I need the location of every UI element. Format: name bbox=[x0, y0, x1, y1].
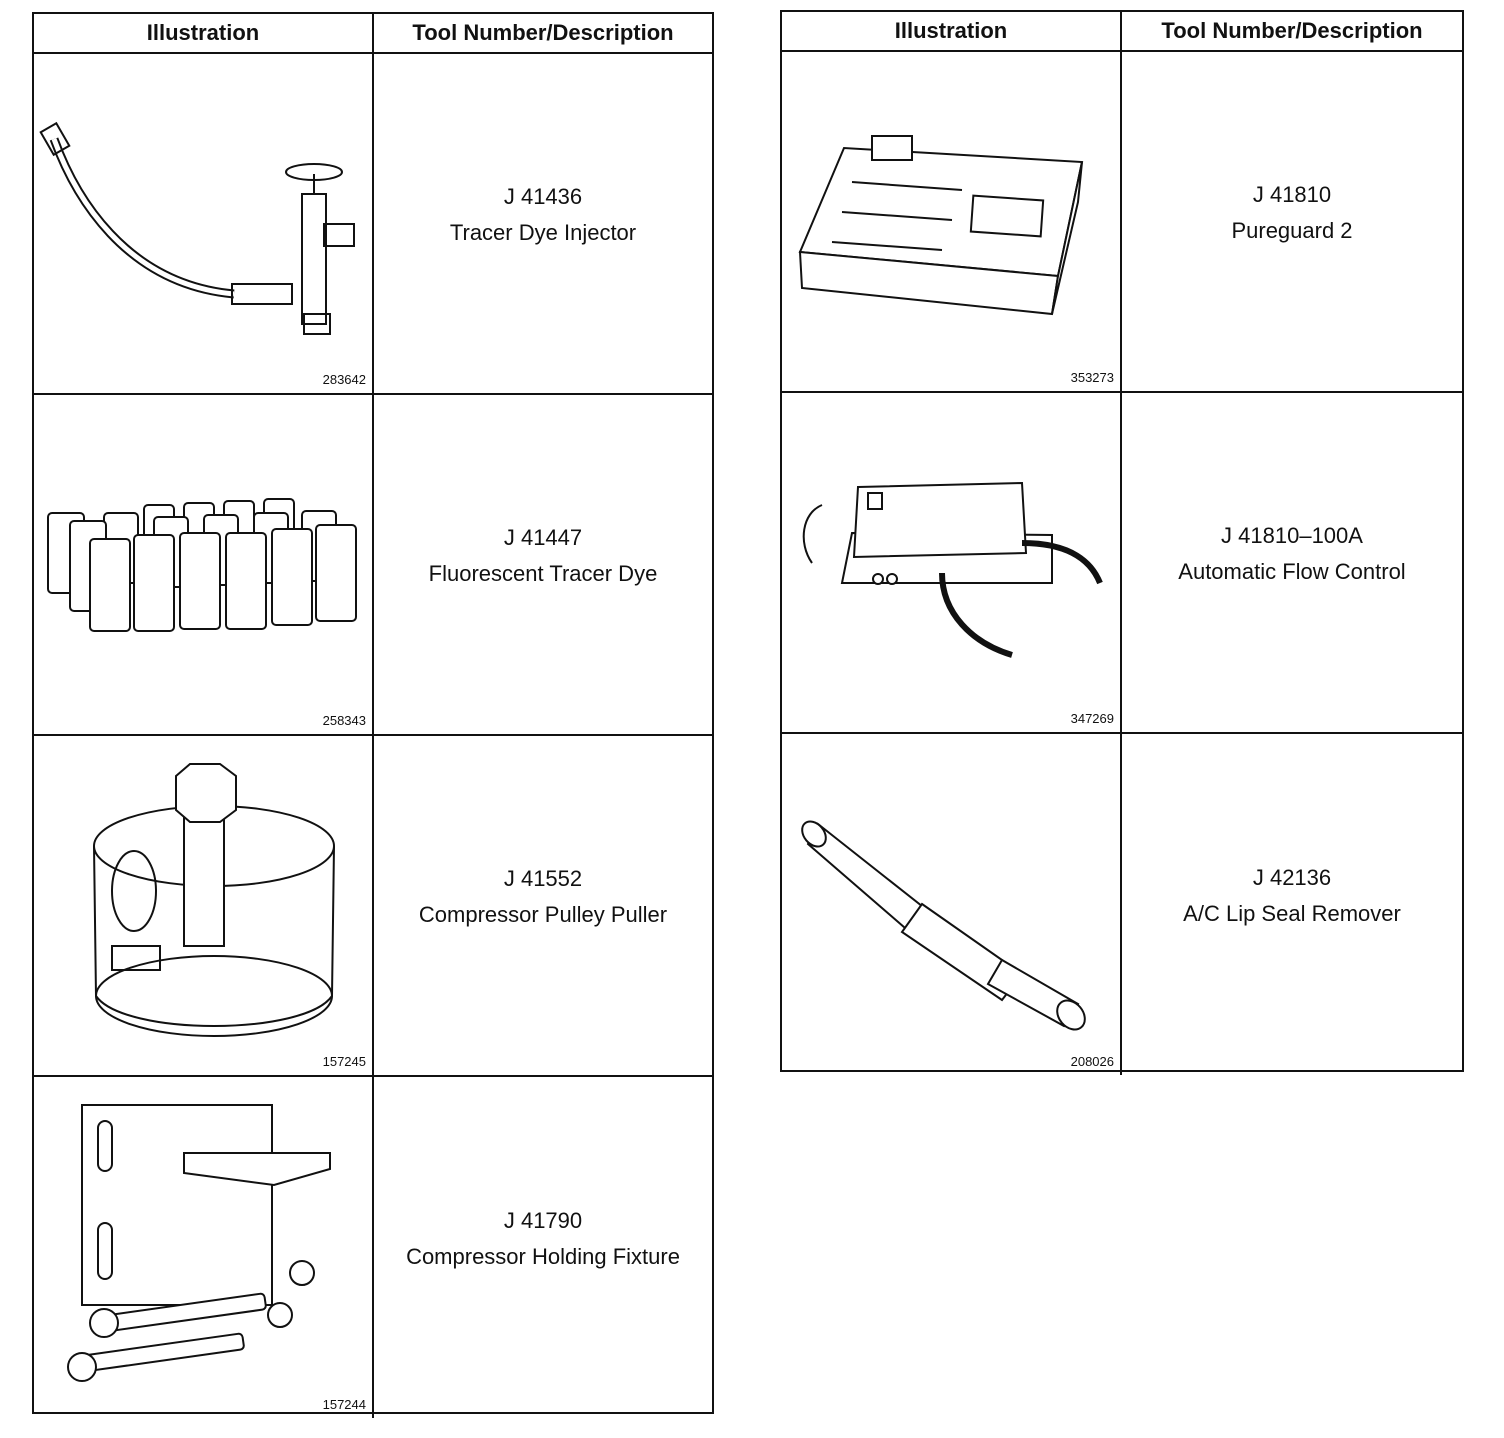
tool-number: J 41790 bbox=[503, 1207, 583, 1233]
table-header: Illustration Tool Number/Description bbox=[34, 14, 712, 54]
figure-number: 157245 bbox=[322, 1054, 366, 1069]
tool-description: Fluorescent Tracer Dye bbox=[428, 560, 658, 586]
tool-description: Automatic Flow Control bbox=[1178, 558, 1406, 584]
tool-description: Tracer Dye Injector bbox=[449, 219, 637, 245]
tool-description: Pureguard 2 bbox=[1231, 217, 1353, 243]
illustration-cell: 258343 bbox=[34, 395, 374, 734]
figure-number: 347269 bbox=[1070, 711, 1114, 726]
tool-header: Tool Number/Description bbox=[1161, 18, 1423, 43]
figure-number: 283642 bbox=[322, 372, 366, 387]
tool-number: J 41810–100A bbox=[1221, 522, 1363, 548]
dye-injector-icon bbox=[34, 54, 372, 395]
table-header: Illustration Tool Number/Description bbox=[782, 12, 1462, 52]
tool-number: J 41447 bbox=[503, 524, 583, 550]
table-row: 258343 J 41447 Fluorescent Tracer Dye bbox=[34, 395, 712, 736]
seal-remover-icon bbox=[782, 734, 1120, 1075]
dye-bottles-icon bbox=[34, 395, 372, 736]
tool-number: J 41436 bbox=[503, 183, 583, 209]
illustration-cell: 283642 bbox=[34, 54, 374, 393]
holding-fixture-icon bbox=[34, 1077, 372, 1418]
table-row: 283642 J 41436 Tracer Dye Injector bbox=[34, 54, 712, 395]
illustration-cell: 157244 bbox=[34, 1077, 374, 1418]
illustration-header: Illustration bbox=[782, 12, 1122, 50]
tool-description: Compressor Holding Fixture bbox=[406, 1243, 680, 1269]
table-row: 208026 J 42136 A/C Lip Seal Remover bbox=[782, 734, 1462, 1075]
tool-number: J 42136 bbox=[1252, 864, 1332, 890]
illustration-cell: 347269 bbox=[782, 393, 1122, 732]
tool-number: J 41810 bbox=[1252, 181, 1332, 207]
tool-description: Compressor Pulley Puller bbox=[418, 901, 668, 927]
illustration-cell: 208026 bbox=[782, 734, 1122, 1075]
right-tool-table: Illustration Tool Number/Description 353… bbox=[780, 10, 1464, 1075]
table-row: 157244 J 41790 Compressor Holding Fixtur… bbox=[34, 1077, 712, 1418]
tool-number: J 41552 bbox=[503, 865, 583, 891]
table-row: 353273 J 41810 Pureguard 2 bbox=[782, 52, 1462, 393]
table-row: 347269 J 41810–100A Automatic Flow Contr… bbox=[782, 393, 1462, 734]
illustration-cell: 157245 bbox=[34, 736, 374, 1075]
illustration-header: Illustration bbox=[34, 14, 374, 52]
figure-number: 258343 bbox=[322, 713, 366, 728]
illustration-cell: 353273 bbox=[782, 52, 1122, 391]
flow-control-icon bbox=[782, 393, 1120, 734]
left-tool-table: Illustration Tool Number/Description 283… bbox=[32, 12, 714, 1418]
pulley-puller-icon bbox=[34, 736, 372, 1077]
figure-number: 353273 bbox=[1070, 370, 1114, 385]
tool-description: A/C Lip Seal Remover bbox=[1183, 900, 1401, 926]
tool-header: Tool Number/Description bbox=[412, 20, 674, 45]
pureguard-unit-icon bbox=[782, 52, 1120, 393]
figure-number: 208026 bbox=[1070, 1054, 1114, 1069]
figure-number: 157244 bbox=[322, 1397, 366, 1412]
table-row: 157245 J 41552 Compressor Pulley Puller bbox=[34, 736, 712, 1077]
